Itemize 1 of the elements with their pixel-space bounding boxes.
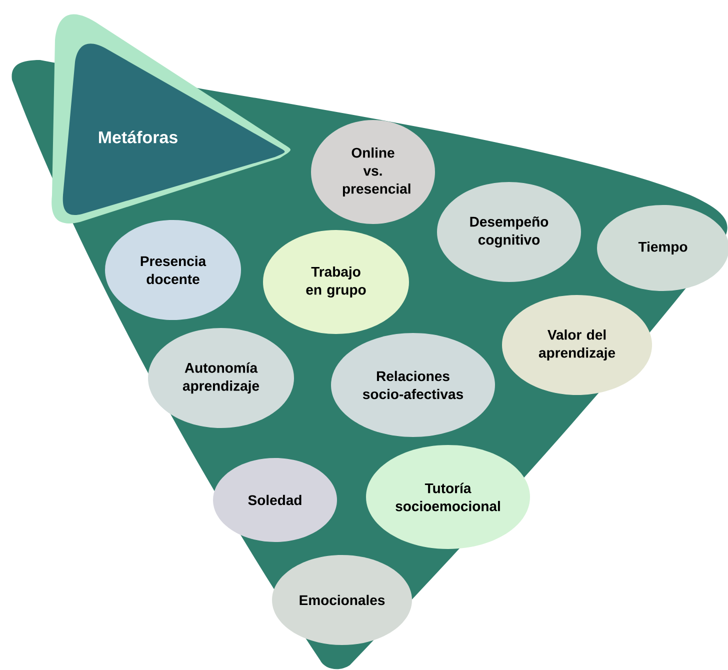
title-triangle: Metáforas	[52, 14, 290, 224]
